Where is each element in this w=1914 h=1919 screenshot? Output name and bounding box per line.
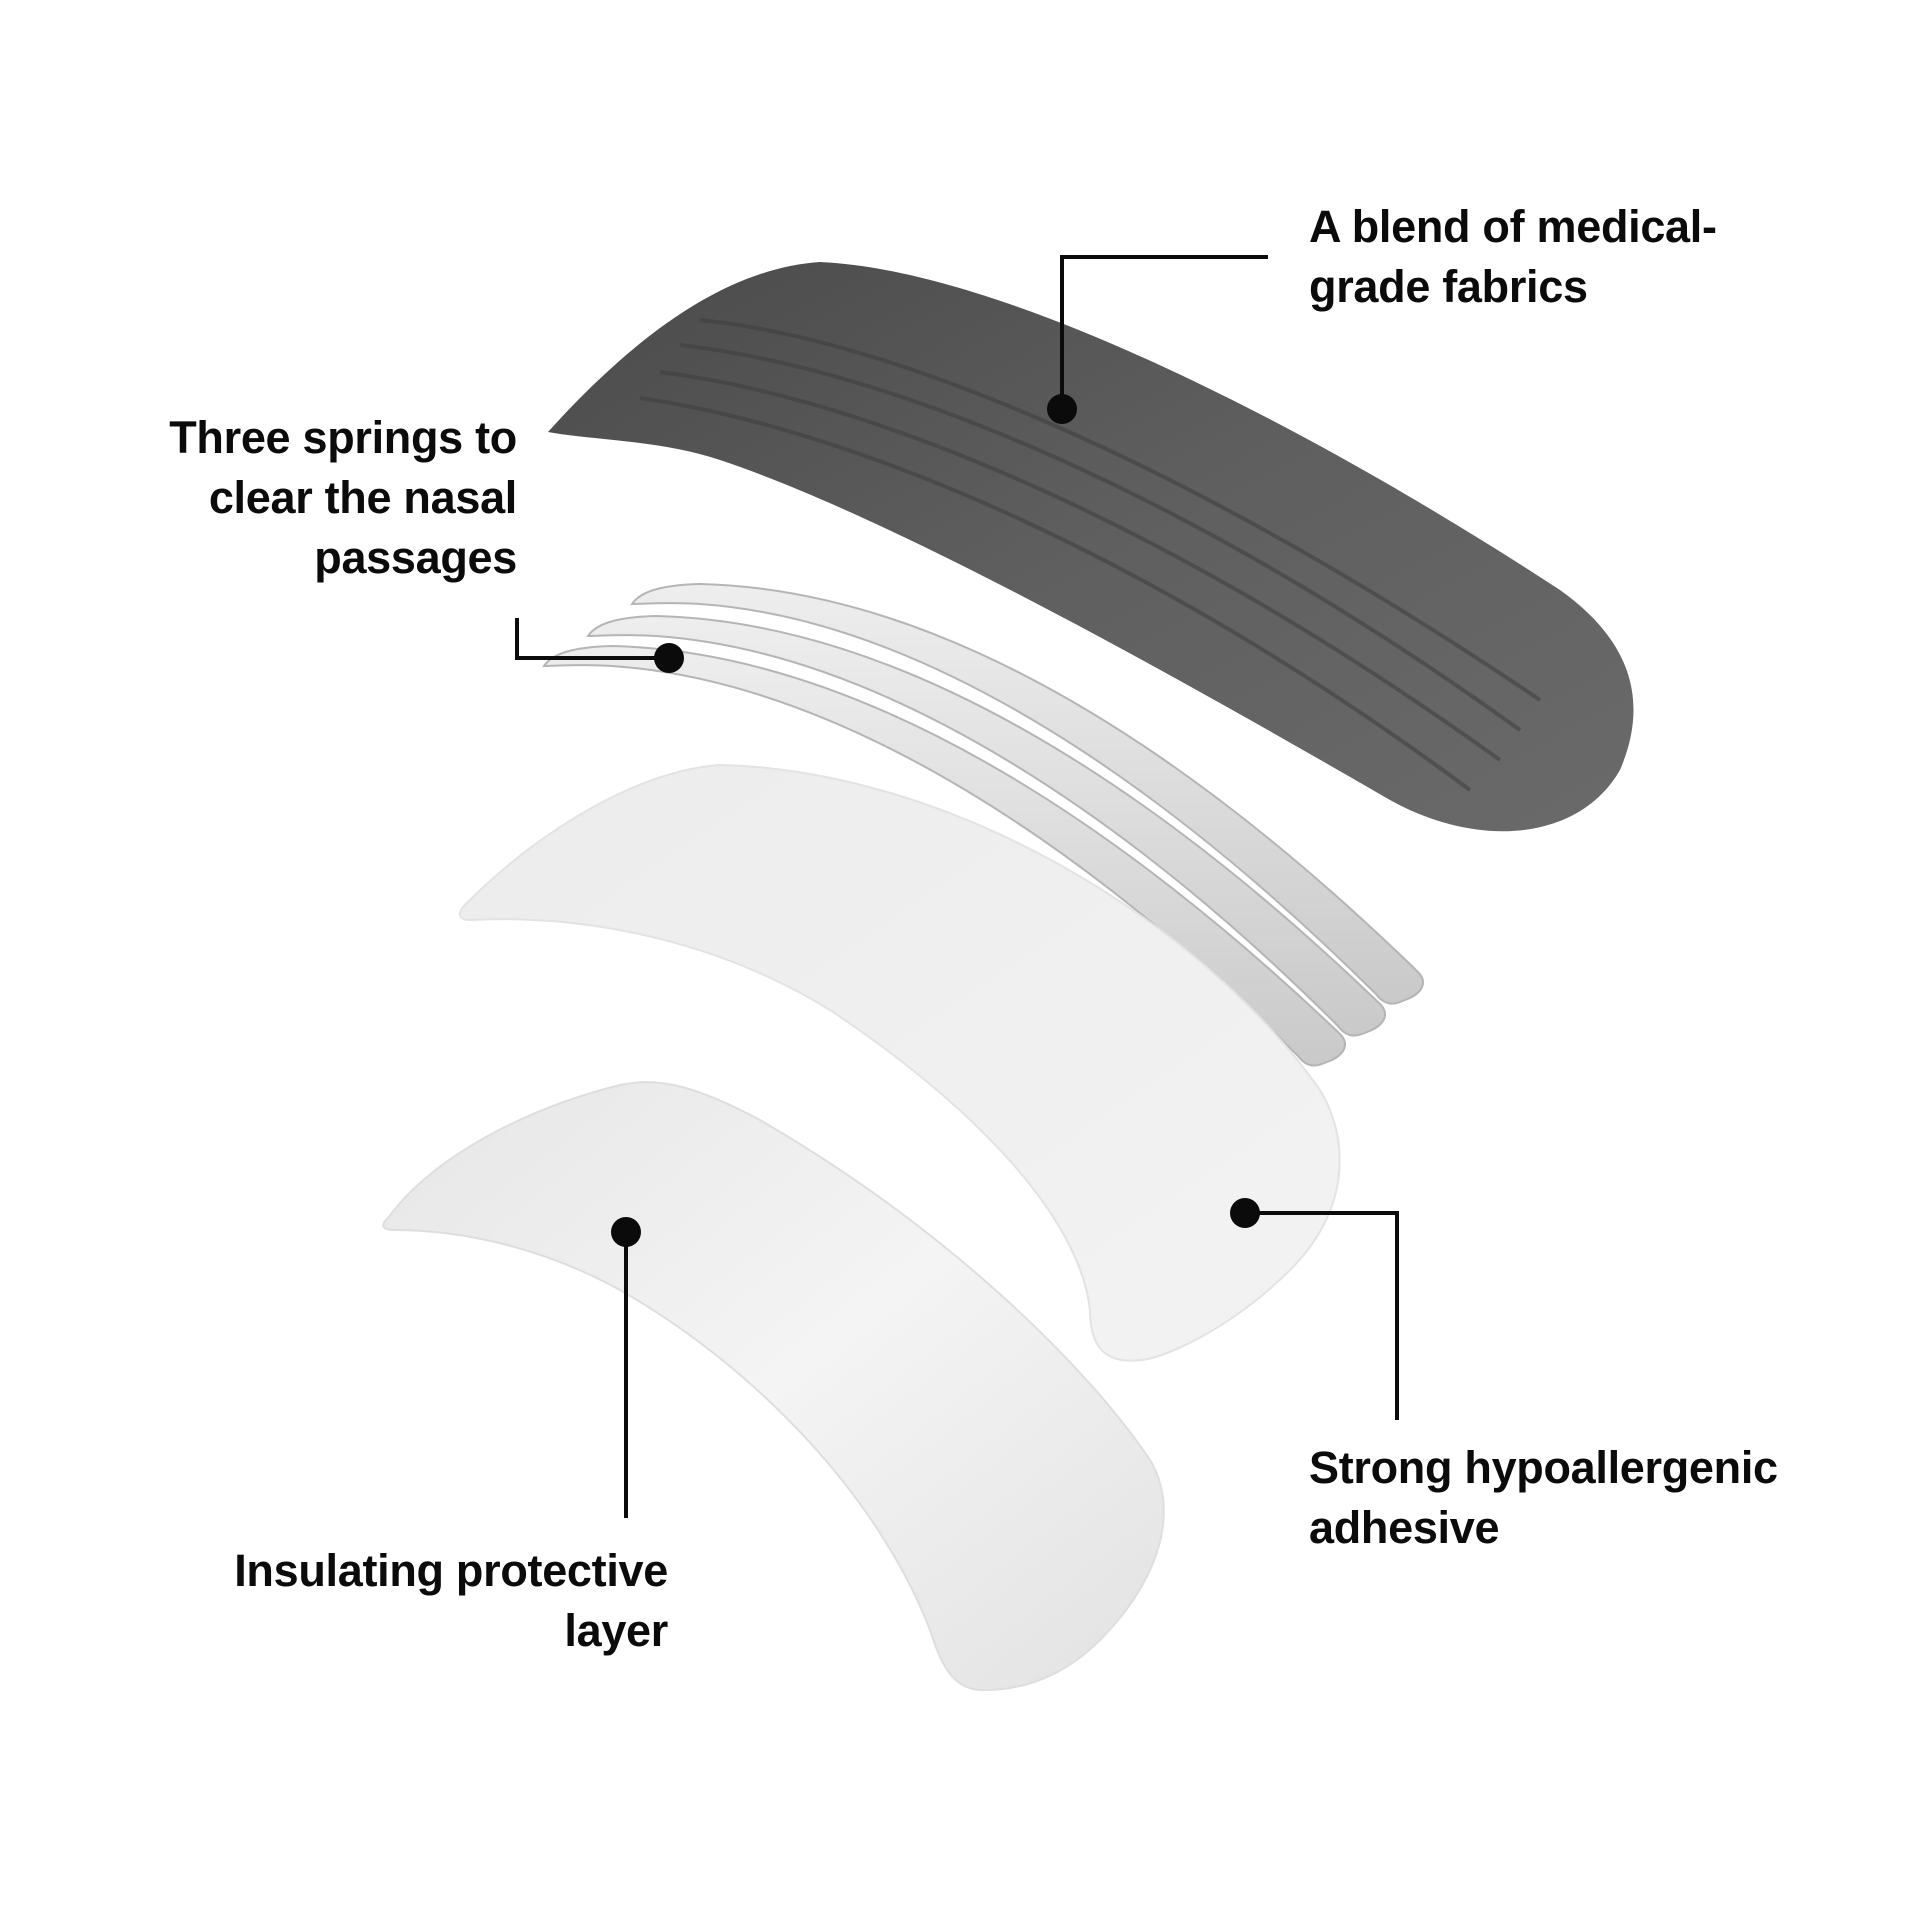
callout-fabric-line: grade fabrics xyxy=(1309,261,1588,312)
callout-springs-line: Three springs to xyxy=(169,412,517,463)
callout-springs-line: clear the nasal xyxy=(208,472,517,523)
leader-dot-liner xyxy=(611,1217,641,1247)
callout-springs-line: passages xyxy=(314,532,517,583)
leader-adhesive xyxy=(1245,1211,1399,1420)
callout-liner-line: layer xyxy=(564,1605,668,1656)
callout-fabric: A blend of medical- grade fabrics xyxy=(1309,197,1717,317)
callout-adhesive: Strong hypoallergenic adhesive xyxy=(1309,1438,1778,1558)
fabric-ridges xyxy=(639,318,1542,792)
callout-liner-line: Insulating protective xyxy=(234,1545,668,1596)
spring-strip xyxy=(586,614,1387,1037)
leader-dot-springs xyxy=(654,643,684,673)
callout-liner: Insulating protective layer xyxy=(234,1541,668,1661)
callout-adhesive-line: Strong hypoallergenic xyxy=(1309,1442,1778,1493)
leader-springs xyxy=(515,618,669,660)
adhesive-layer xyxy=(458,763,1341,1362)
leader-dot-fabric xyxy=(1047,394,1077,424)
leader-dot-adhesive xyxy=(1230,1198,1260,1228)
callout-fabric-line: A blend of medical- xyxy=(1309,201,1717,252)
callout-adhesive-line: adhesive xyxy=(1309,1502,1500,1553)
callout-springs: Three springs to clear the nasal passage… xyxy=(169,408,517,588)
spring-strip xyxy=(630,582,1425,1005)
leader-fabric xyxy=(1060,255,1268,410)
liner-layer xyxy=(382,1081,1165,1692)
